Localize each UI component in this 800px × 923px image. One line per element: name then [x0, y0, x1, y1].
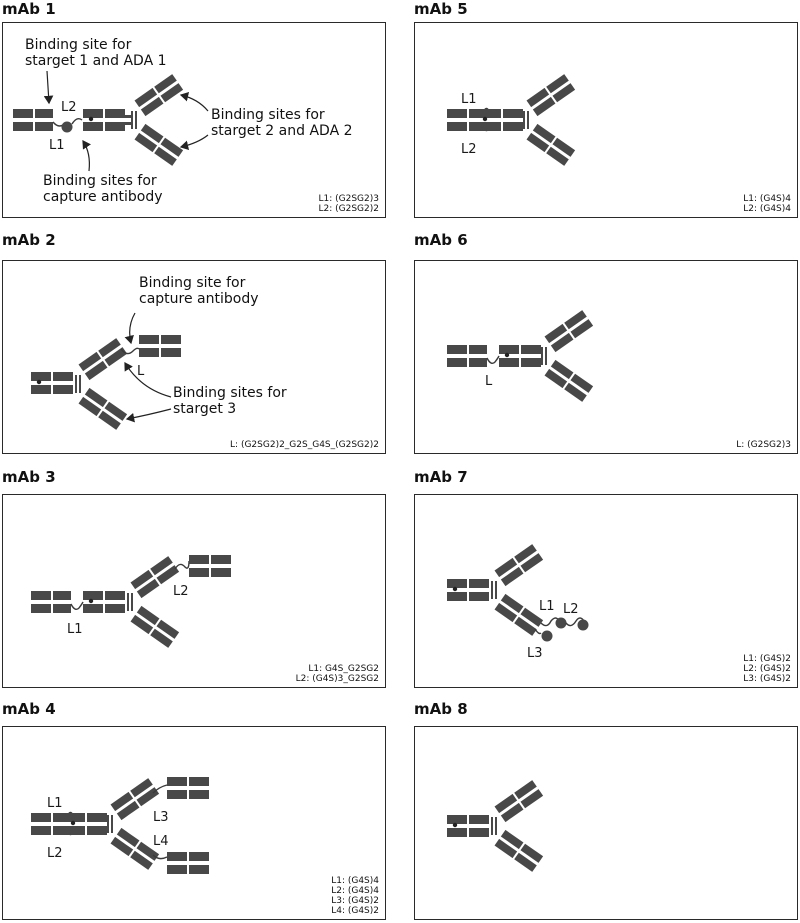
- annotation: Binding sites for: [173, 385, 287, 401]
- panel-title-mab3: mAb 3: [2, 468, 56, 486]
- linker-label: L1: [49, 138, 65, 153]
- annotation: Binding site for: [25, 37, 132, 53]
- linker-label: L3: [153, 810, 169, 825]
- linker-label: L4: [153, 834, 169, 849]
- panel-mab5: L1 L2 L1: (G4S)4 L2: (G4S)4: [414, 22, 798, 218]
- panel-mab3: L1 L2 L1: G4S_G2SG2 L2: (G4S)3_G2SG2: [2, 494, 386, 688]
- linker-label: L2: [461, 142, 477, 157]
- panel-mab8: [414, 726, 798, 920]
- linker-label: L1: [67, 622, 83, 637]
- panel-mab2: L Binding site for capture antibody Bind…: [2, 260, 386, 454]
- annotation: capture antibody: [139, 291, 259, 307]
- annotation: Binding site for: [139, 275, 246, 291]
- diagram-mab3: L1 L2: [31, 555, 231, 648]
- linker-label: L1: [461, 92, 477, 107]
- diagram-mab7: L1 L2 L3: [447, 544, 589, 661]
- linker-legend: L: (G2SG2)2_G2S_G4S_(G2SG2)2: [230, 440, 379, 450]
- linker-legend: L1: (G4S)2 L2: (G4S)2 L3: (G4S)2: [743, 654, 791, 684]
- diagram-mab6: L: [447, 310, 594, 402]
- linker-label: L1: [47, 796, 63, 811]
- linker-legend: L: (G2SG2)3: [736, 440, 791, 450]
- linker-label: L2: [47, 846, 63, 861]
- annotation: starget 2 and ADA 2: [211, 123, 353, 139]
- linker-label: L2: [173, 584, 189, 599]
- panel-title-mab6: mAb 6: [414, 231, 468, 249]
- diagram-mab1: L2 L1 Binding site for starget 1 and ADA…: [13, 37, 353, 205]
- linker-label: L3: [527, 646, 543, 661]
- panel-mab1: L2 L1 Binding site for starget 1 and ADA…: [2, 22, 386, 218]
- panel-title-mab7: mAb 7: [414, 468, 468, 486]
- panel-title-mab2: mAb 2: [2, 231, 56, 249]
- diagram-mab4: L1 L2 L3 L4: [31, 777, 209, 874]
- linker-label: L2: [61, 100, 77, 115]
- diagram-mab2: L Binding site for capture antibody Bind…: [31, 275, 287, 430]
- panel-title-mab4: mAb 4: [2, 700, 56, 718]
- linker-label: L: [137, 364, 145, 379]
- panel-title-mab8: mAb 8: [414, 700, 468, 718]
- diagram-mab8: [447, 780, 544, 872]
- annotation: capture antibody: [43, 189, 163, 205]
- linker-label: L2: [563, 602, 579, 617]
- panel-mab7: L1 L2 L3 L1: (G4S)2 L2: (G4S)2 L3: (G4S)…: [414, 494, 798, 688]
- panel-title-mab5: mAb 5: [414, 0, 468, 18]
- linker-label: L1: [539, 599, 555, 614]
- annotation: Binding sites for: [211, 107, 325, 123]
- annotation: Binding sites for: [43, 173, 157, 189]
- linker-label: L: [485, 374, 493, 389]
- linker-legend: L1: G4S_G2SG2 L2: (G4S)3_G2SG2: [295, 664, 379, 684]
- linker-legend: L1: (G2SG2)3 L2: (G2SG2)2: [318, 194, 380, 214]
- diagram-mab5: L1 L2: [447, 74, 576, 166]
- panel-mab4: L1 L2 L3 L4 L1: (G4S)4 L2: (G4S)4 L3: (G…: [2, 726, 386, 920]
- panel-title-mab1: mAb 1: [2, 0, 56, 18]
- linker-legend: L1: (G4S)4 L2: (G4S)4: [743, 194, 791, 214]
- panel-mab6: L L: (G2SG2)3: [414, 260, 798, 454]
- annotation: starget 1 and ADA 1: [25, 53, 167, 69]
- annotation: starget 3: [173, 401, 236, 417]
- linker-legend: L1: (G4S)4 L2: (G4S)4 L3: (G4S)2 L4: (G4…: [331, 876, 379, 916]
